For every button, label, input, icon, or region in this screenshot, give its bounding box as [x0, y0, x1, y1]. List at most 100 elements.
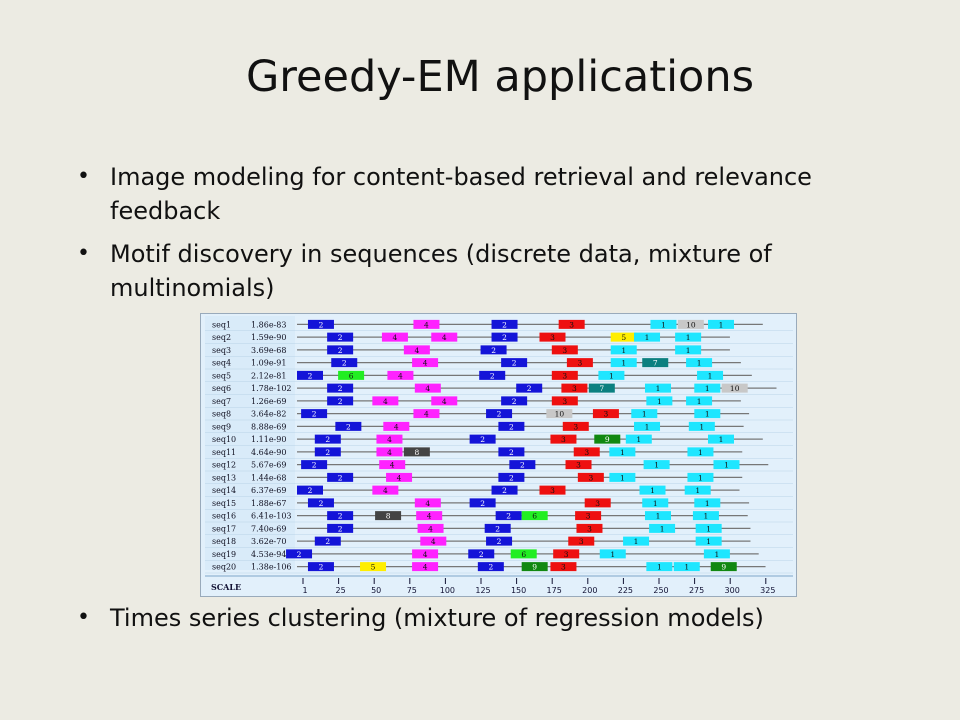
motif-box	[688, 421, 715, 431]
motif-label: 5	[371, 563, 376, 572]
motif-box	[694, 383, 721, 393]
motif-box	[577, 472, 604, 482]
motif-box	[673, 562, 700, 572]
motif-label: 2	[502, 486, 507, 495]
sequence-evalue: 1.59e-90	[251, 333, 286, 342]
bullet-item: • Image modeling for content-based retri…	[77, 160, 867, 228]
motif-label: 1	[719, 320, 724, 329]
motif-box	[307, 562, 334, 572]
motif-label: 2	[520, 461, 525, 470]
motif-box	[491, 485, 518, 495]
motif-label: 4	[387, 435, 392, 444]
motif-box	[634, 332, 661, 342]
motif-label: 4	[397, 473, 402, 482]
motif-box	[551, 396, 578, 406]
sequence-evalue: 1.78e-102	[251, 384, 292, 393]
motif-box	[610, 345, 637, 355]
motif-box	[360, 562, 387, 572]
sequence-name: seq14	[212, 486, 236, 495]
motif-label: 2	[308, 371, 313, 380]
scale-tick-label: 25	[336, 586, 346, 595]
motif-box	[558, 319, 585, 329]
motif-label: 1	[620, 448, 625, 457]
motif-box	[553, 549, 580, 559]
motif-box	[413, 409, 440, 419]
motif-label: 2	[488, 563, 493, 572]
motif-label: 3	[573, 422, 578, 431]
motif-box	[550, 434, 577, 444]
motif-label: 9	[721, 563, 726, 572]
scale-tick-label: 50	[371, 586, 381, 595]
motif-box	[694, 409, 721, 419]
motif-box	[551, 345, 578, 355]
motif-box	[480, 345, 507, 355]
motif-label: 3	[576, 461, 581, 470]
motif-label: 4	[428, 524, 433, 533]
motif-box	[381, 332, 408, 342]
sequence-name: seq17	[212, 524, 236, 533]
motif-label: 4	[425, 384, 430, 393]
motif-box	[510, 549, 537, 559]
motif-label: 1	[653, 499, 658, 508]
bullet-dot-icon: •	[77, 241, 90, 266]
motif-label: 2	[480, 435, 485, 444]
motif-box	[386, 472, 413, 482]
motif-box	[708, 319, 734, 329]
motif-label: 9	[605, 435, 610, 444]
motif-label: 1	[686, 346, 691, 355]
motif-box	[625, 434, 652, 444]
motif-box	[469, 498, 496, 508]
motif-box	[314, 447, 341, 457]
motif-box	[327, 396, 354, 406]
motif-label: 1	[705, 410, 710, 419]
scale-tick-label: 250	[653, 586, 668, 595]
motif-label: 1	[695, 486, 700, 495]
motif-label: 1	[650, 486, 655, 495]
motif-label: 2	[319, 563, 324, 572]
motif-box	[469, 434, 496, 444]
motif-box	[495, 511, 522, 521]
motif-label: 6	[349, 371, 354, 380]
bullet-text: Image modeling for content-based retriev…	[110, 163, 812, 225]
motif-label: 1	[656, 384, 661, 393]
motif-box	[498, 447, 525, 457]
motif-box	[501, 358, 528, 368]
motif-label: 1	[657, 397, 662, 406]
scale-tick-label: 225	[618, 586, 633, 595]
bullet-dot-icon: •	[77, 605, 90, 630]
sequence-evalue: 8.88e-69	[251, 422, 286, 431]
motif-label: 2	[338, 346, 343, 355]
scale-tick-label: 1	[302, 586, 307, 595]
motif-box	[379, 460, 406, 470]
motif-box	[414, 498, 441, 508]
sequence-name: seq2	[212, 333, 231, 342]
motif-box	[539, 485, 566, 495]
motif-label: 4	[423, 550, 428, 559]
sequence-name: seq13	[212, 473, 236, 482]
sequence-name: seq5	[212, 371, 231, 380]
motif-box	[710, 562, 737, 572]
motif-box	[521, 562, 548, 572]
motif-box	[327, 332, 354, 342]
sequence-evalue: 1.38e-106	[251, 563, 292, 572]
scale-tick-label: 150	[511, 586, 526, 595]
motif-label: 2	[502, 333, 507, 342]
sequence-evalue: 6.37e-69	[251, 486, 286, 495]
scale-tick-label: 275	[689, 586, 704, 595]
motif-label: 3	[579, 537, 584, 546]
sequence-name: seq12	[212, 461, 236, 470]
motif-box	[551, 370, 578, 380]
motif-box	[486, 536, 513, 546]
motif-label: 2	[319, 320, 324, 329]
motif-label: 1	[645, 333, 650, 342]
motif-box	[431, 396, 458, 406]
motif-box	[414, 383, 441, 393]
motif-label: 6	[532, 512, 537, 521]
motif-box	[383, 421, 410, 431]
motif-box	[562, 421, 589, 431]
motif-box	[286, 549, 313, 559]
motif-box	[599, 549, 626, 559]
motif-box	[431, 332, 458, 342]
sequence-name: seq20	[212, 563, 236, 572]
motif-box	[686, 358, 713, 368]
